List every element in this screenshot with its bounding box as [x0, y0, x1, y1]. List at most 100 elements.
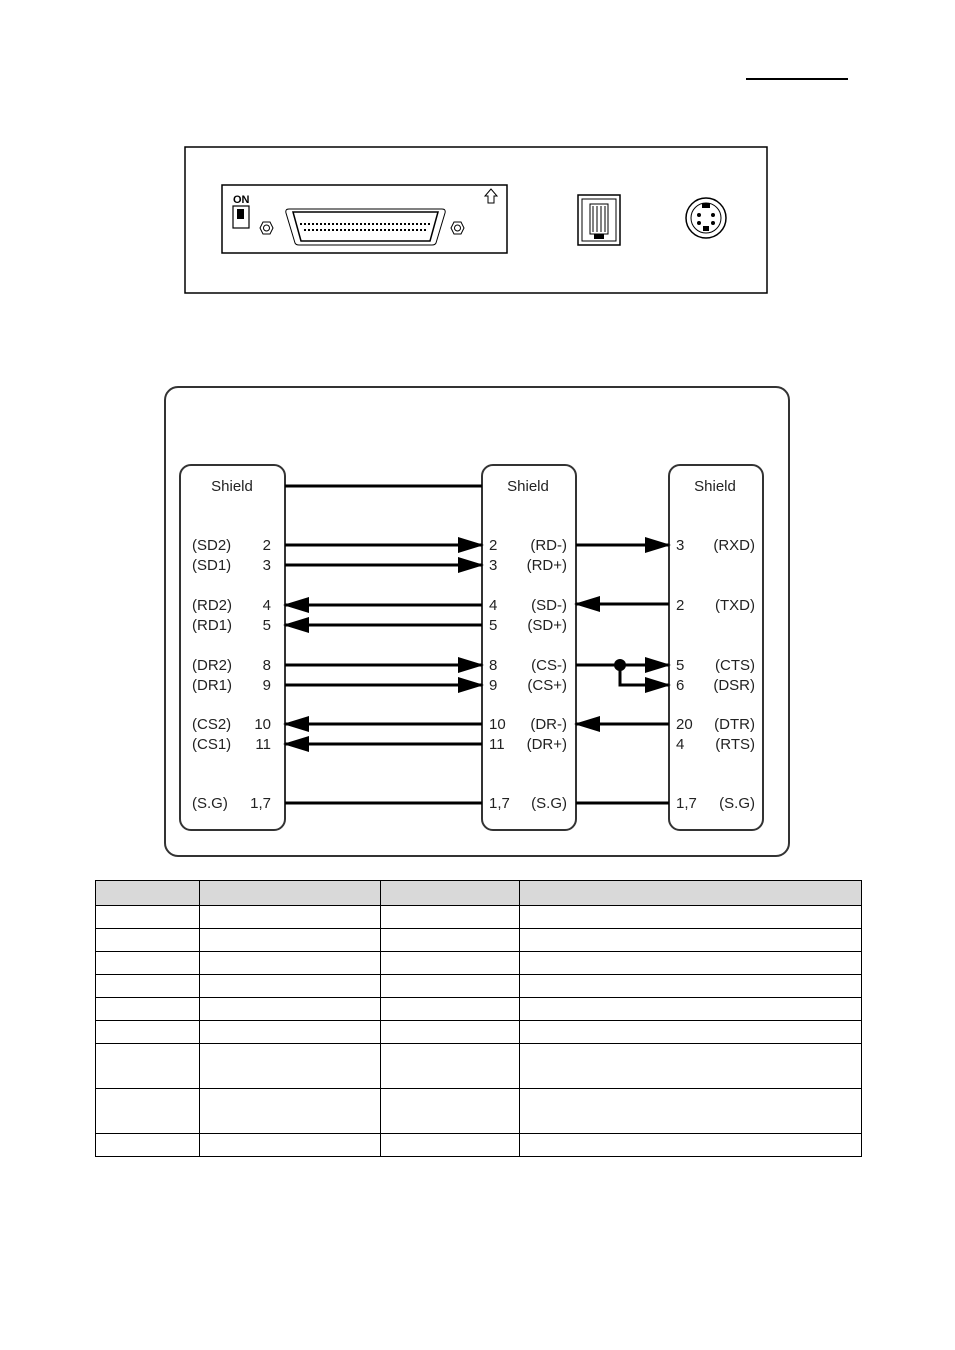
table-cell [519, 974, 862, 998]
right-signal-label: (TXD) [715, 597, 755, 614]
table-cell [380, 905, 520, 929]
middle-pin-number: 10 [489, 716, 506, 733]
left-signal-label: (DR2) [192, 657, 232, 674]
left-pin-number: 5 [263, 617, 271, 634]
left-pin-number: 3 [263, 557, 271, 574]
table-row [95, 997, 862, 1021]
table-cell [380, 1043, 520, 1089]
table-cell [95, 905, 200, 929]
right-signal-label: (DSR) [713, 677, 755, 694]
right-pin-number: 4 [676, 736, 684, 753]
table-cell [95, 928, 200, 952]
right-signal-label: (S.G) [719, 795, 755, 812]
left-shield-label: Shield [211, 478, 253, 495]
middle-pin-labels: 2(RD-)3(RD+)4(SD-)5(SD+)8(CS-)9(CS+)10(D… [489, 537, 567, 812]
middle-signal-label: (CS-) [531, 657, 567, 674]
right-shield-label: Shield [694, 478, 736, 495]
table-cell [95, 1043, 200, 1089]
middle-pin-number: 2 [489, 537, 497, 554]
right-pin-number: 20 [676, 716, 693, 733]
left-signal-label: (SD1) [192, 557, 231, 574]
middle-signal-label: (S.G) [531, 795, 567, 812]
table-row [95, 1043, 862, 1089]
left-signal-label: (CS1) [192, 736, 231, 753]
left-pin-number: 4 [263, 597, 271, 614]
left-pin-number: 11 [255, 736, 271, 753]
right-pin-number: 6 [676, 677, 684, 694]
middle-signal-label: (DR+) [527, 736, 567, 753]
dip-switch-lever [237, 209, 244, 219]
centronics-connector [292, 211, 439, 242]
table-cell [380, 1020, 520, 1044]
table-cell [380, 974, 520, 998]
table-row [95, 1133, 862, 1157]
left-signal-label: (DR1) [192, 677, 232, 694]
table-cell [199, 974, 381, 998]
table-cell [380, 997, 520, 1021]
table-cell [95, 974, 200, 998]
middle-signal-label: (RD+) [527, 557, 567, 574]
table-cell [199, 1020, 381, 1044]
middle-signal-label: (CS+) [527, 677, 567, 694]
pin-assignment-table [95, 880, 862, 1157]
table-cell [380, 928, 520, 952]
table-cell [199, 1043, 381, 1089]
middle-connector-box [481, 464, 577, 831]
middle-signal-label: (SD-) [531, 597, 567, 614]
middle-pin-number: 11 [489, 736, 505, 753]
middle-pin-number: 8 [489, 657, 497, 674]
wiring-diagram: Shield Shield Shield (SD2)2(SD1)3(RD2)4(… [164, 386, 790, 857]
left-connector-box [179, 464, 286, 831]
right-connector-box [668, 464, 764, 831]
middle-signal-label: (RD-) [530, 537, 567, 554]
left-signal-label: (RD1) [192, 617, 232, 634]
table-cell [519, 905, 862, 929]
table-cell [519, 1088, 862, 1134]
left-pin-number: 10 [254, 716, 271, 733]
right-signal-label: (CTS) [715, 657, 755, 674]
right-signal-label: (RXD) [713, 537, 755, 554]
table-row [95, 905, 862, 929]
right-pin-number: 2 [676, 597, 684, 614]
right-signal-label: (RTS) [715, 736, 755, 753]
table-row [95, 951, 862, 975]
table-header-cell [199, 880, 381, 906]
middle-signal-label: (DR-) [530, 716, 567, 733]
middle-pin-number: 3 [489, 557, 497, 574]
header-rule [746, 78, 848, 80]
table-row [95, 928, 862, 952]
middle-shield-label: Shield [507, 478, 549, 495]
table-cell [199, 997, 381, 1021]
table-cell [95, 951, 200, 975]
diagram-frame [164, 386, 790, 857]
table-header-cell [519, 880, 862, 906]
middle-pin-number: 4 [489, 597, 497, 614]
left-pin-number: 2 [263, 537, 271, 554]
left-signal-label: (CS2) [192, 716, 231, 733]
mini-din-connector [685, 197, 727, 239]
table-cell [519, 997, 862, 1021]
table-cell [95, 1088, 200, 1134]
table-cell [199, 905, 381, 929]
left-signal-label: (SD2) [192, 537, 231, 554]
table-cell [199, 928, 381, 952]
junction-dot [614, 659, 626, 671]
table-cell [95, 1133, 200, 1157]
middle-pin-number: 5 [489, 617, 497, 634]
table-cell [380, 1088, 520, 1134]
wire-cs-dsr [618, 665, 671, 693]
middle-pin-number: 1,7 [489, 795, 510, 812]
rear-panel-diagram: ON [184, 146, 768, 294]
left-pin-labels: (SD2)2(SD1)3(RD2)4(RD1)5(DR2)8(DR1)9(CS2… [192, 537, 271, 812]
right-pin-number: 1,7 [676, 795, 697, 812]
switch-label: ON [233, 194, 250, 206]
table-cell [519, 951, 862, 975]
left-signal-label: (S.G) [192, 795, 228, 812]
right-signal-label: (DTR) [714, 716, 755, 733]
right-pin-number: 3 [676, 537, 684, 554]
left-pin-number: 9 [263, 677, 271, 694]
table-cell [519, 1043, 862, 1089]
middle-pin-number: 9 [489, 677, 497, 694]
table-cell [519, 928, 862, 952]
left-pin-number: 1,7 [250, 795, 271, 812]
